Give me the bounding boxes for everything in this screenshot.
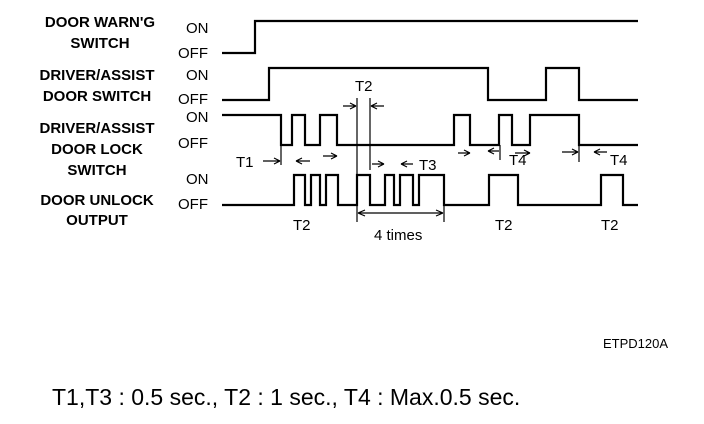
signal-label-door-switch-line2: DOOR SWITCH: [43, 88, 151, 105]
figure-code: ETPD120A: [603, 336, 668, 351]
signal-label-door-switch-line1: DRIVER/ASSIST: [39, 67, 154, 84]
repeat-label: 4 times: [374, 227, 422, 244]
t2-top-arrow-left: [343, 102, 357, 110]
level-off-unlock-output: OFF: [178, 196, 208, 213]
level-off-door-lock: OFF: [178, 135, 208, 152]
pulse-arrow-3: [487, 147, 499, 155]
signal-label-unlock-output-line2: OUTPUT: [66, 212, 128, 229]
timing-legend: T1,T3 : 0.5 sec., T2 : 1 sec., T4 : Max.…: [52, 384, 520, 410]
signal-label-unlock-output-line1: DOOR UNLOCK: [40, 192, 153, 209]
t2-output-label-3: T2: [601, 217, 619, 234]
repeat-span-arrow: [357, 209, 444, 217]
t1-arrow-left: [263, 157, 281, 165]
t1-label: T1: [236, 154, 254, 171]
waveform-door-warning-switch: [222, 19, 638, 55]
level-on-door-switch: ON: [186, 67, 209, 84]
t4-arrow-2-right: [593, 148, 607, 156]
signal-label-door-lock-line3: SWITCH: [67, 162, 126, 179]
level-on-door-warning: ON: [186, 20, 209, 37]
t2-top-label: T2: [355, 78, 373, 95]
t4-label-2: T4: [610, 152, 628, 169]
waveform-unlock-output: [222, 173, 638, 207]
t1-arrow-right: [295, 157, 310, 165]
waveform-door-switch: [222, 66, 638, 102]
level-on-door-lock: ON: [186, 109, 209, 126]
t2-top-arrow-right: [370, 102, 384, 110]
t3-label: T3: [419, 157, 437, 174]
level-off-door-switch: OFF: [178, 91, 208, 108]
t3-arrow-right: [400, 160, 413, 168]
t4-arrow-1: [515, 149, 531, 157]
t2-output-label-1: T2: [293, 217, 311, 234]
t3-arrow-left: [372, 160, 385, 168]
t4-label-1: T4: [509, 152, 527, 169]
signal-label-door-lock-line1: DRIVER/ASSIST: [39, 120, 154, 137]
t2-output-label-2: T2: [495, 217, 513, 234]
pulse-arrow-1: [323, 152, 338, 160]
signal-label-door-lock-line2: DOOR LOCK: [51, 141, 143, 158]
signal-label-door-warning-line1: DOOR WARN'G: [45, 14, 155, 31]
level-off-door-warning: OFF: [178, 45, 208, 62]
pulse-arrow-2: [458, 149, 471, 157]
signal-label-door-warning-line2: SWITCH: [70, 35, 129, 52]
t4-arrow-2-left: [562, 148, 579, 156]
waveform-door-lock-switch: [222, 113, 638, 147]
level-on-unlock-output: ON: [186, 171, 209, 188]
